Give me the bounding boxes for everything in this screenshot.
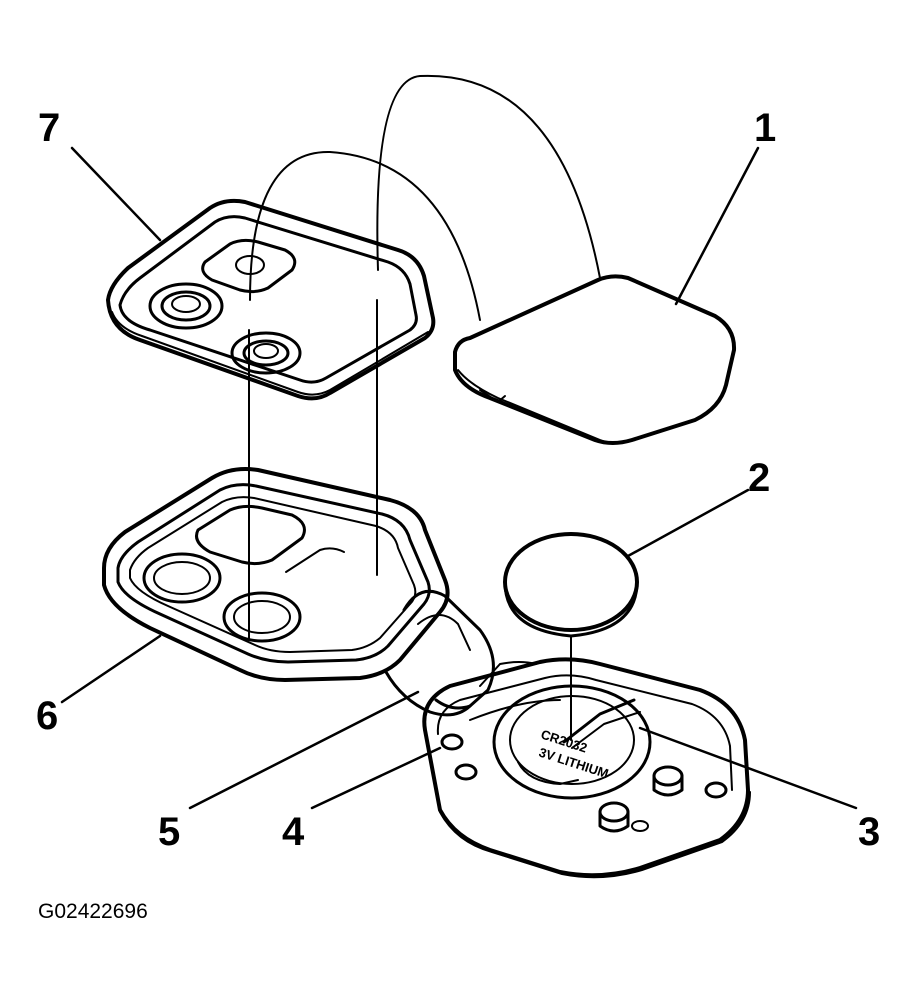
leader-line-4 (310, 746, 442, 810)
label-cover-part (453, 274, 737, 445)
leader-line-1 (674, 146, 760, 306)
coin-battery-part (503, 532, 639, 741)
lower-housing-part (422, 657, 751, 879)
callout-2: 2 (748, 456, 771, 500)
leader-line-6 (60, 634, 162, 704)
leader-lines (60, 146, 858, 810)
callout-1: 1 (754, 106, 777, 150)
callout-3: 3 (858, 810, 881, 854)
assembly-arc-lines (249, 74, 601, 321)
callout-7: 7 (38, 106, 61, 150)
leader-line-3 (638, 726, 858, 810)
upper-housing-part (102, 467, 495, 717)
callout-6: 6 (36, 694, 59, 738)
figure-id: G02422696 (38, 900, 148, 923)
callout-4: 4 (282, 810, 305, 854)
callout-5: 5 (158, 810, 181, 854)
vertical-assembly-lines (248, 299, 378, 641)
keypad-part (106, 198, 436, 401)
leader-line-2 (626, 488, 750, 558)
leader-line-7 (70, 146, 162, 242)
leader-line-5 (188, 690, 420, 810)
